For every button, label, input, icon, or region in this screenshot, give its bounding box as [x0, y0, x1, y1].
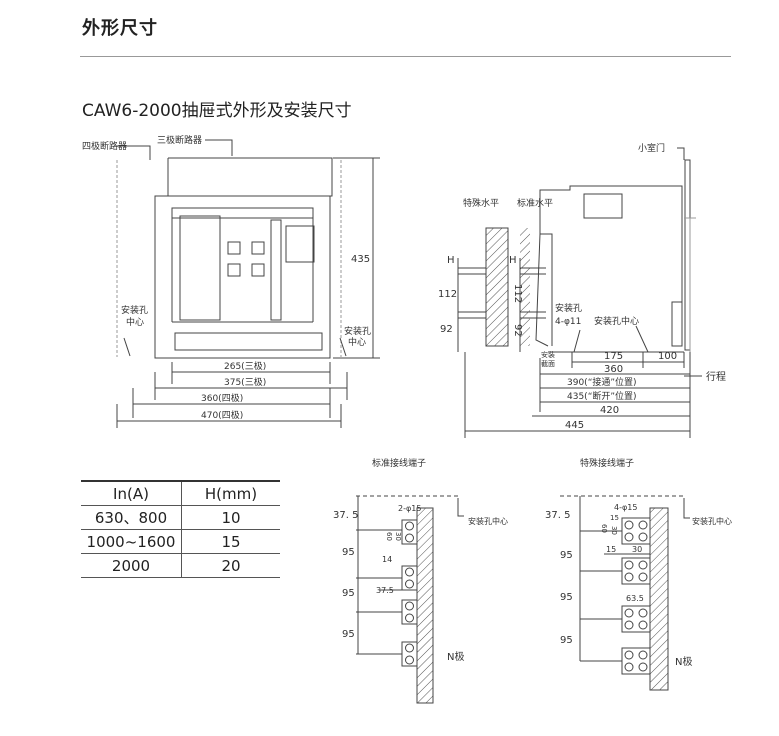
- dim-175: 175: [604, 351, 623, 362]
- dim-420: 420: [600, 405, 619, 416]
- terminal-special-pitch-2: 95: [560, 592, 573, 603]
- terminal-special-n-pole: N极: [675, 655, 692, 668]
- special-level-label: 特殊水平: [463, 197, 499, 209]
- d112-right: 112: [512, 284, 523, 303]
- terminal-special-pitch-1: 95: [560, 550, 573, 561]
- terminal-special: [560, 495, 690, 691]
- side-view-labels: 小室门 特殊水平 标准水平 H H 112 112 92 92 安装孔 4-φ1…: [438, 142, 726, 431]
- label-three-pole: 三极断路器: [157, 134, 202, 146]
- terminal-standard-top: 37. 5: [333, 510, 358, 521]
- mount-center-left-1: 安装孔: [121, 304, 148, 316]
- terminal-standard-holes: 2-φ15: [398, 504, 421, 513]
- table-cell: 20: [181, 553, 280, 578]
- terminal-special-w15: 15: [606, 545, 616, 554]
- terminal-special-holes: 4-φ15: [614, 503, 637, 512]
- dim-360-side: 360: [604, 364, 623, 375]
- d112-left: 112: [438, 289, 457, 300]
- table-row: 1000~1600 15: [81, 529, 280, 554]
- terminal-special-labels: 特殊接线端子 安装孔中心 37. 5 4-φ15 15 30 15 60 30 …: [545, 457, 732, 668]
- terminal-special-d60: 60: [600, 524, 608, 533]
- terminal-special-d15: 15: [610, 514, 619, 522]
- section-title: 外形尺寸: [82, 18, 158, 39]
- table-cell: 630、800: [81, 505, 182, 530]
- table-header-row: In(A) H(mm): [81, 480, 280, 506]
- mount-face-1: 安装: [541, 350, 555, 359]
- mount-face-2: 截面: [541, 359, 555, 368]
- terminal-standard-pitch-1: 95: [342, 547, 355, 558]
- label-four-pole: 四极断路器: [82, 140, 127, 152]
- table-header-in: In(A): [81, 480, 182, 506]
- dim-470: 470(四极): [201, 409, 243, 421]
- d92-right: 92: [512, 324, 523, 337]
- terminal-special-top: 37. 5: [545, 510, 570, 521]
- dim-435: 435(“断开”位置): [567, 390, 637, 402]
- mount-center-right-1: 安装孔: [344, 325, 371, 337]
- table-cell: 10: [181, 505, 280, 530]
- table-row: 630、800 10: [81, 505, 280, 530]
- terminal-standard-title: 标准接线端子: [372, 457, 426, 469]
- current-h-table: In(A) H(mm) 630、800 10 1000~1600 15 2000…: [81, 480, 280, 578]
- terminal-standard-d375: 37.5: [376, 586, 394, 595]
- mount-hole-1: 安装孔: [555, 302, 582, 314]
- table-cell: 2000: [81, 553, 182, 578]
- terminal-standard-labels: 标准接线端子 安装孔中心 37. 5 2-φ15 14 60 30 95 95 …: [333, 457, 508, 663]
- terminal-special-d635: 63.5: [626, 594, 644, 603]
- dim-445: 445: [565, 420, 584, 431]
- mount-center-right-2: 中心: [348, 336, 366, 348]
- terminal-standard-pitch-3: 95: [342, 629, 355, 640]
- dim-265: 265(三极): [224, 360, 266, 372]
- terminal-standard-d30: 30: [394, 532, 402, 541]
- height-435: 435: [351, 254, 370, 265]
- terminal-standard-n-pole: N极: [447, 650, 464, 663]
- table-row: 2000 20: [81, 553, 280, 578]
- terminal-standard-hole-center: 安装孔中心: [468, 516, 508, 526]
- table-cell: 1000~1600: [81, 529, 182, 554]
- h-left: H: [447, 255, 455, 266]
- terminal-special-hole-center: 安装孔中心: [692, 516, 732, 526]
- dim-375: 375(三极): [224, 376, 266, 388]
- table-cell: 15: [181, 529, 280, 554]
- terminal-special-pitch-3: 95: [560, 635, 573, 646]
- standard-level-label: 标准水平: [517, 197, 553, 209]
- d92-left: 92: [440, 324, 453, 335]
- front-view-labels: 四极断路器 三极断路器 安装孔 中心 安装孔 中心 435 265(三极) 37…: [82, 134, 371, 421]
- terminal-special-title: 特殊接线端子: [580, 457, 634, 469]
- mount-hole-center: 安装孔中心: [594, 315, 639, 327]
- travel-label: 行程: [706, 370, 726, 383]
- terminal-standard-w14: 14: [382, 555, 392, 564]
- table-header-h: H(mm): [181, 480, 280, 506]
- terminal-special-d30v: 30: [610, 526, 618, 535]
- side-view: [457, 147, 702, 438]
- dim-100: 100: [658, 351, 677, 362]
- small-door-label: 小室门: [638, 142, 665, 154]
- document-title: CAW6-2000抽屉式外形及安装尺寸: [82, 101, 352, 121]
- dim-390: 390(“接通”位置): [567, 376, 637, 388]
- mount-hole-2: 4-φ11: [555, 317, 581, 327]
- title-divider: [80, 56, 731, 57]
- terminal-standard-pitch-2: 95: [342, 588, 355, 599]
- dim-360: 360(四极): [201, 392, 243, 404]
- terminal-standard-d60: 60: [385, 532, 393, 541]
- terminal-standard: [356, 495, 464, 704]
- front-view: [116, 139, 380, 428]
- terminal-special-d30: 30: [632, 545, 642, 554]
- mount-center-left-2: 中心: [126, 316, 144, 328]
- h-right: H: [509, 255, 517, 266]
